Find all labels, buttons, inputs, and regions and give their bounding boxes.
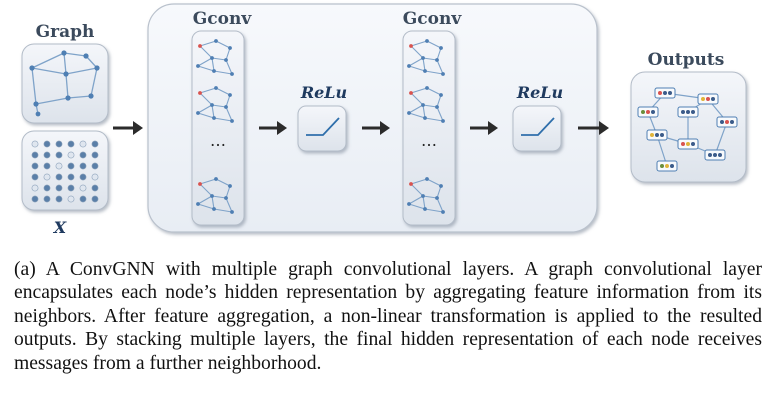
mini-graph-icon bbox=[407, 177, 445, 214]
feature-dot bbox=[91, 184, 99, 192]
feature-dot bbox=[43, 195, 51, 203]
mini-graph-icon bbox=[407, 86, 445, 123]
feature-dot bbox=[55, 195, 63, 203]
feature-dot bbox=[43, 162, 51, 170]
output-node bbox=[637, 106, 659, 118]
feature-dot bbox=[31, 184, 39, 192]
feature-dot bbox=[55, 140, 63, 148]
output-node bbox=[697, 93, 719, 105]
arrow-icon bbox=[470, 121, 498, 135]
relu-box-1 bbox=[297, 105, 347, 152]
feature-dot bbox=[67, 162, 75, 170]
feature-dot bbox=[67, 151, 75, 159]
output-node bbox=[654, 87, 676, 99]
feature-dot bbox=[91, 140, 99, 148]
relu-curve-icon bbox=[306, 117, 340, 136]
outputs-label: Outputs bbox=[648, 50, 725, 70]
graph-box bbox=[21, 43, 109, 124]
output-node bbox=[677, 106, 699, 118]
output-node bbox=[646, 129, 668, 141]
layers-panel bbox=[147, 3, 598, 233]
arrows bbox=[113, 121, 609, 135]
feature-dot bbox=[79, 173, 87, 181]
feature-dot bbox=[79, 151, 87, 159]
relu-box-2 bbox=[512, 105, 562, 152]
feature-dot bbox=[43, 151, 51, 159]
arrow-icon bbox=[578, 121, 609, 135]
feature-dot bbox=[67, 184, 75, 192]
mini-graph-icon bbox=[196, 86, 234, 123]
convgnn-diagram: Graph X Gconv Gconv ReLu ReLu Outputs bbox=[21, 3, 747, 237]
gconv-label-2: Gconv bbox=[403, 9, 463, 29]
feature-dot bbox=[55, 184, 63, 192]
figure-caption: (a) A ConvGNN with multiple graph convol… bbox=[14, 259, 762, 374]
feature-dot bbox=[31, 162, 39, 170]
feature-dot bbox=[67, 195, 75, 203]
mini-graph-icon bbox=[196, 39, 234, 76]
output-node bbox=[656, 160, 678, 172]
feature-dot bbox=[79, 184, 87, 192]
feature-dot bbox=[91, 151, 99, 159]
relu-label-1: ReLu bbox=[300, 83, 347, 102]
arrow-icon bbox=[362, 121, 390, 135]
output-node bbox=[716, 116, 738, 128]
gconv-layer-2: … bbox=[402, 30, 456, 226]
feature-dot bbox=[91, 162, 99, 170]
feature-matrix-box bbox=[21, 130, 109, 211]
feature-dot bbox=[91, 195, 99, 203]
feature-dot bbox=[55, 162, 63, 170]
feature-dot bbox=[55, 173, 63, 181]
relu-label-2: ReLu bbox=[516, 83, 563, 102]
feature-dot bbox=[43, 140, 51, 148]
feature-dot bbox=[55, 151, 63, 159]
ellipsis-1: … bbox=[210, 131, 226, 150]
feature-dot bbox=[67, 173, 75, 181]
arrow-icon bbox=[113, 121, 143, 135]
feature-dot bbox=[91, 173, 99, 181]
x-label: X bbox=[53, 218, 67, 237]
feature-dot bbox=[79, 140, 87, 148]
output-node bbox=[704, 149, 726, 161]
outputs-box bbox=[630, 71, 747, 183]
arrow-icon bbox=[259, 121, 287, 135]
feature-dot bbox=[31, 140, 39, 148]
output-node bbox=[677, 138, 699, 150]
feature-dot bbox=[43, 184, 51, 192]
mini-graph-icon bbox=[407, 39, 445, 76]
gconv-label-1: Gconv bbox=[193, 9, 253, 29]
feature-dot bbox=[31, 195, 39, 203]
gconv-layer-1: … bbox=[191, 30, 245, 226]
ellipsis-2: … bbox=[421, 131, 437, 150]
feature-dot bbox=[79, 195, 87, 203]
feature-dot bbox=[31, 151, 39, 159]
feature-dot bbox=[67, 140, 75, 148]
feature-dot bbox=[43, 173, 51, 181]
graph-label: Graph bbox=[36, 22, 95, 42]
feature-dot bbox=[79, 162, 87, 170]
feature-dot bbox=[31, 173, 39, 181]
mini-graph-icon bbox=[196, 177, 234, 214]
relu-curve-icon bbox=[521, 117, 555, 136]
